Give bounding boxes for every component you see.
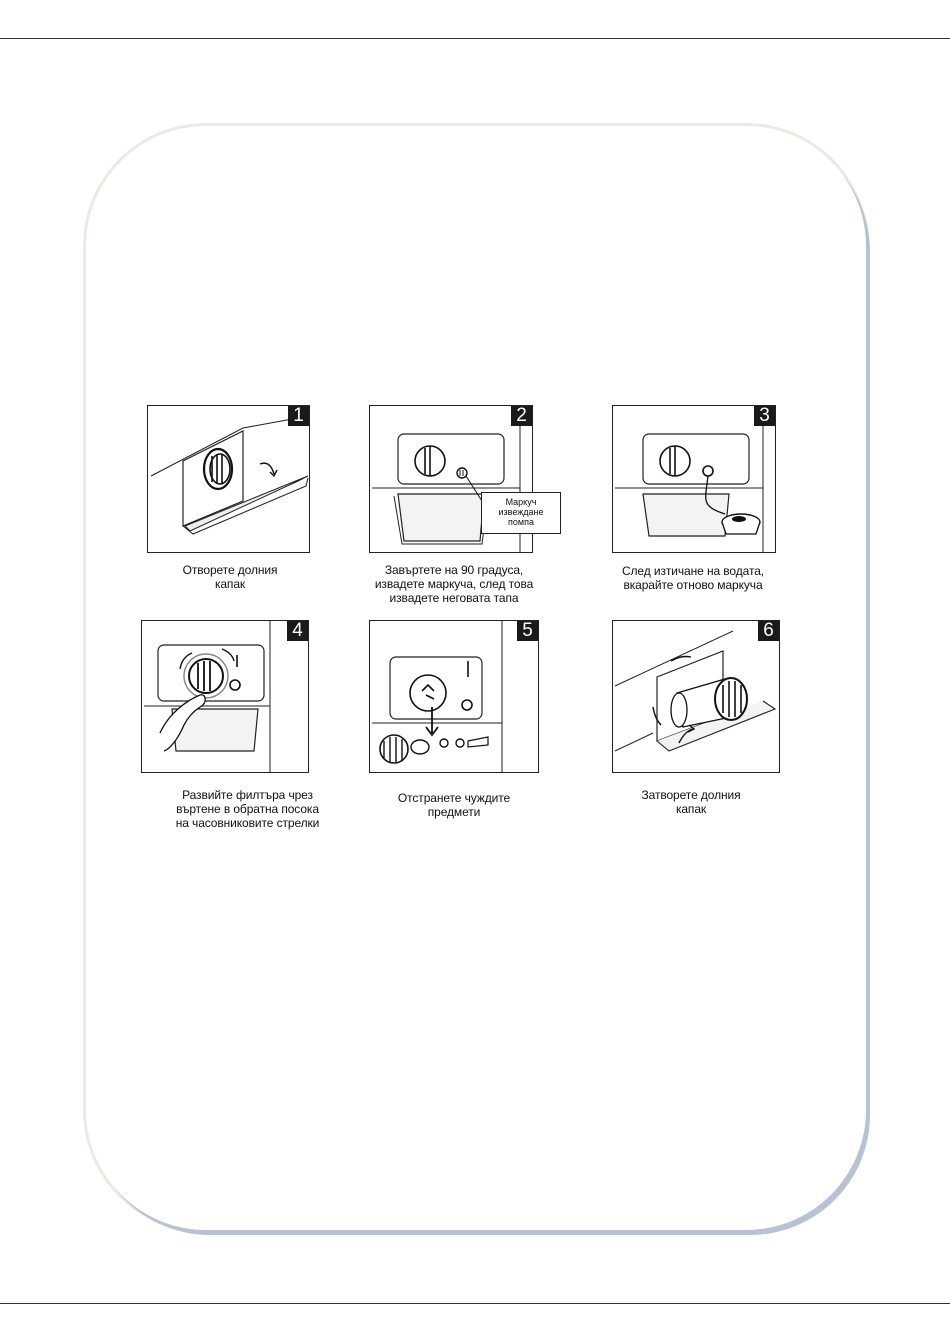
- step-4-illustration: 4: [141, 620, 309, 773]
- step-2-number-badge: 2: [511, 406, 532, 426]
- step-5-illustration: 5: [369, 620, 539, 773]
- step-6-illustration: 6: [612, 620, 780, 773]
- close-lower-cover-drawing: [614, 630, 777, 752]
- remove-pump-hose-drawing: [372, 416, 521, 552]
- unscrew-filter-drawing: [144, 621, 271, 772]
- step-4-number-badge: 4: [287, 621, 308, 641]
- step-1-caption: Отворете долния капак: [182, 563, 278, 591]
- step-3-number-badge: 3: [754, 406, 775, 426]
- step-6-number-badge: 6: [758, 621, 779, 641]
- step-1-illustration: 1: [147, 405, 310, 553]
- step-3-caption: След изтичане на водата, вкарайте отново…: [621, 564, 765, 592]
- step-1-number-badge: 1: [288, 406, 309, 426]
- open-lower-cover-drawing: [150, 417, 309, 535]
- remove-foreign-objects-drawing: [372, 621, 503, 772]
- step-6-caption: Затворете долния капак: [641, 788, 741, 816]
- step-3-illustration: 3: [612, 405, 776, 553]
- step-4-caption: Развийте филтъра чрез въртене в обратна …: [175, 788, 320, 830]
- drain-water-drawing: [615, 416, 764, 552]
- header-rule: [0, 38, 950, 39]
- step-5-number-badge: 5: [517, 621, 538, 641]
- footer-rule: [0, 1303, 950, 1304]
- pump-hose-callout: Маркуч извеждане помпа: [481, 492, 561, 534]
- step-2-caption: Завъртете на 90 градуса, извадете маркуч…: [374, 563, 534, 605]
- step-5-caption: Отстранете чуждите предмети: [397, 791, 511, 819]
